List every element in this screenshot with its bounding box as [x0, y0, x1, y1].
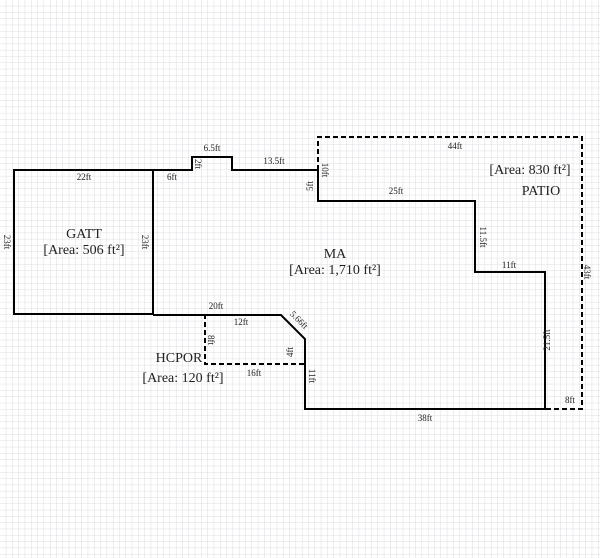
dim-label: 11ft: [502, 260, 517, 270]
dim-label: 23ft: [140, 235, 150, 250]
dim-label: 6.5ft: [204, 143, 221, 153]
dim-label: 5ft: [305, 181, 315, 191]
dim-label: 44ft: [448, 141, 463, 151]
dim-label: 8ft: [206, 335, 216, 345]
ma-name: MA: [324, 247, 347, 262]
ma-outline: [153, 156, 546, 410]
dim-label: 2ft: [193, 159, 203, 169]
dim-label: 11ft: [307, 369, 317, 384]
dim-label: 23ft: [2, 235, 12, 250]
patio-area: [Area: 830 ft²]: [489, 163, 570, 178]
hcpor-area: [Area: 120 ft²]: [142, 371, 223, 386]
dim-label: 43ft: [582, 265, 592, 280]
gatt-name: GATT: [66, 227, 102, 242]
ma-area: [Area: 1,710 ft²]: [289, 263, 381, 278]
dim-label: 21.5ft: [542, 329, 552, 351]
hcpor-outline: [204, 314, 305, 365]
hcpor-name: HCPOR: [156, 351, 203, 366]
dim-label: 25ft: [389, 186, 404, 196]
dim-label: 10ft: [320, 163, 330, 178]
dim-label: 11.5ft: [478, 227, 488, 248]
gatt-outline: [13, 169, 154, 315]
dim-label: 8ft: [565, 395, 575, 405]
dim-label: 16ft: [247, 368, 262, 378]
dim-label: 6ft: [167, 172, 177, 182]
dim-label: 20ft: [209, 301, 224, 311]
dim-label: 12ft: [234, 317, 249, 327]
dim-label: 13.5ft: [263, 156, 285, 166]
dim-label: 38ft: [418, 413, 433, 423]
gatt-area: [Area: 506 ft²]: [43, 243, 124, 258]
patio-name: PATIO: [522, 184, 560, 199]
dim-label: 22ft: [77, 172, 92, 182]
dim-label: 4ft: [285, 347, 295, 357]
patio-outline: [317, 136, 583, 410]
